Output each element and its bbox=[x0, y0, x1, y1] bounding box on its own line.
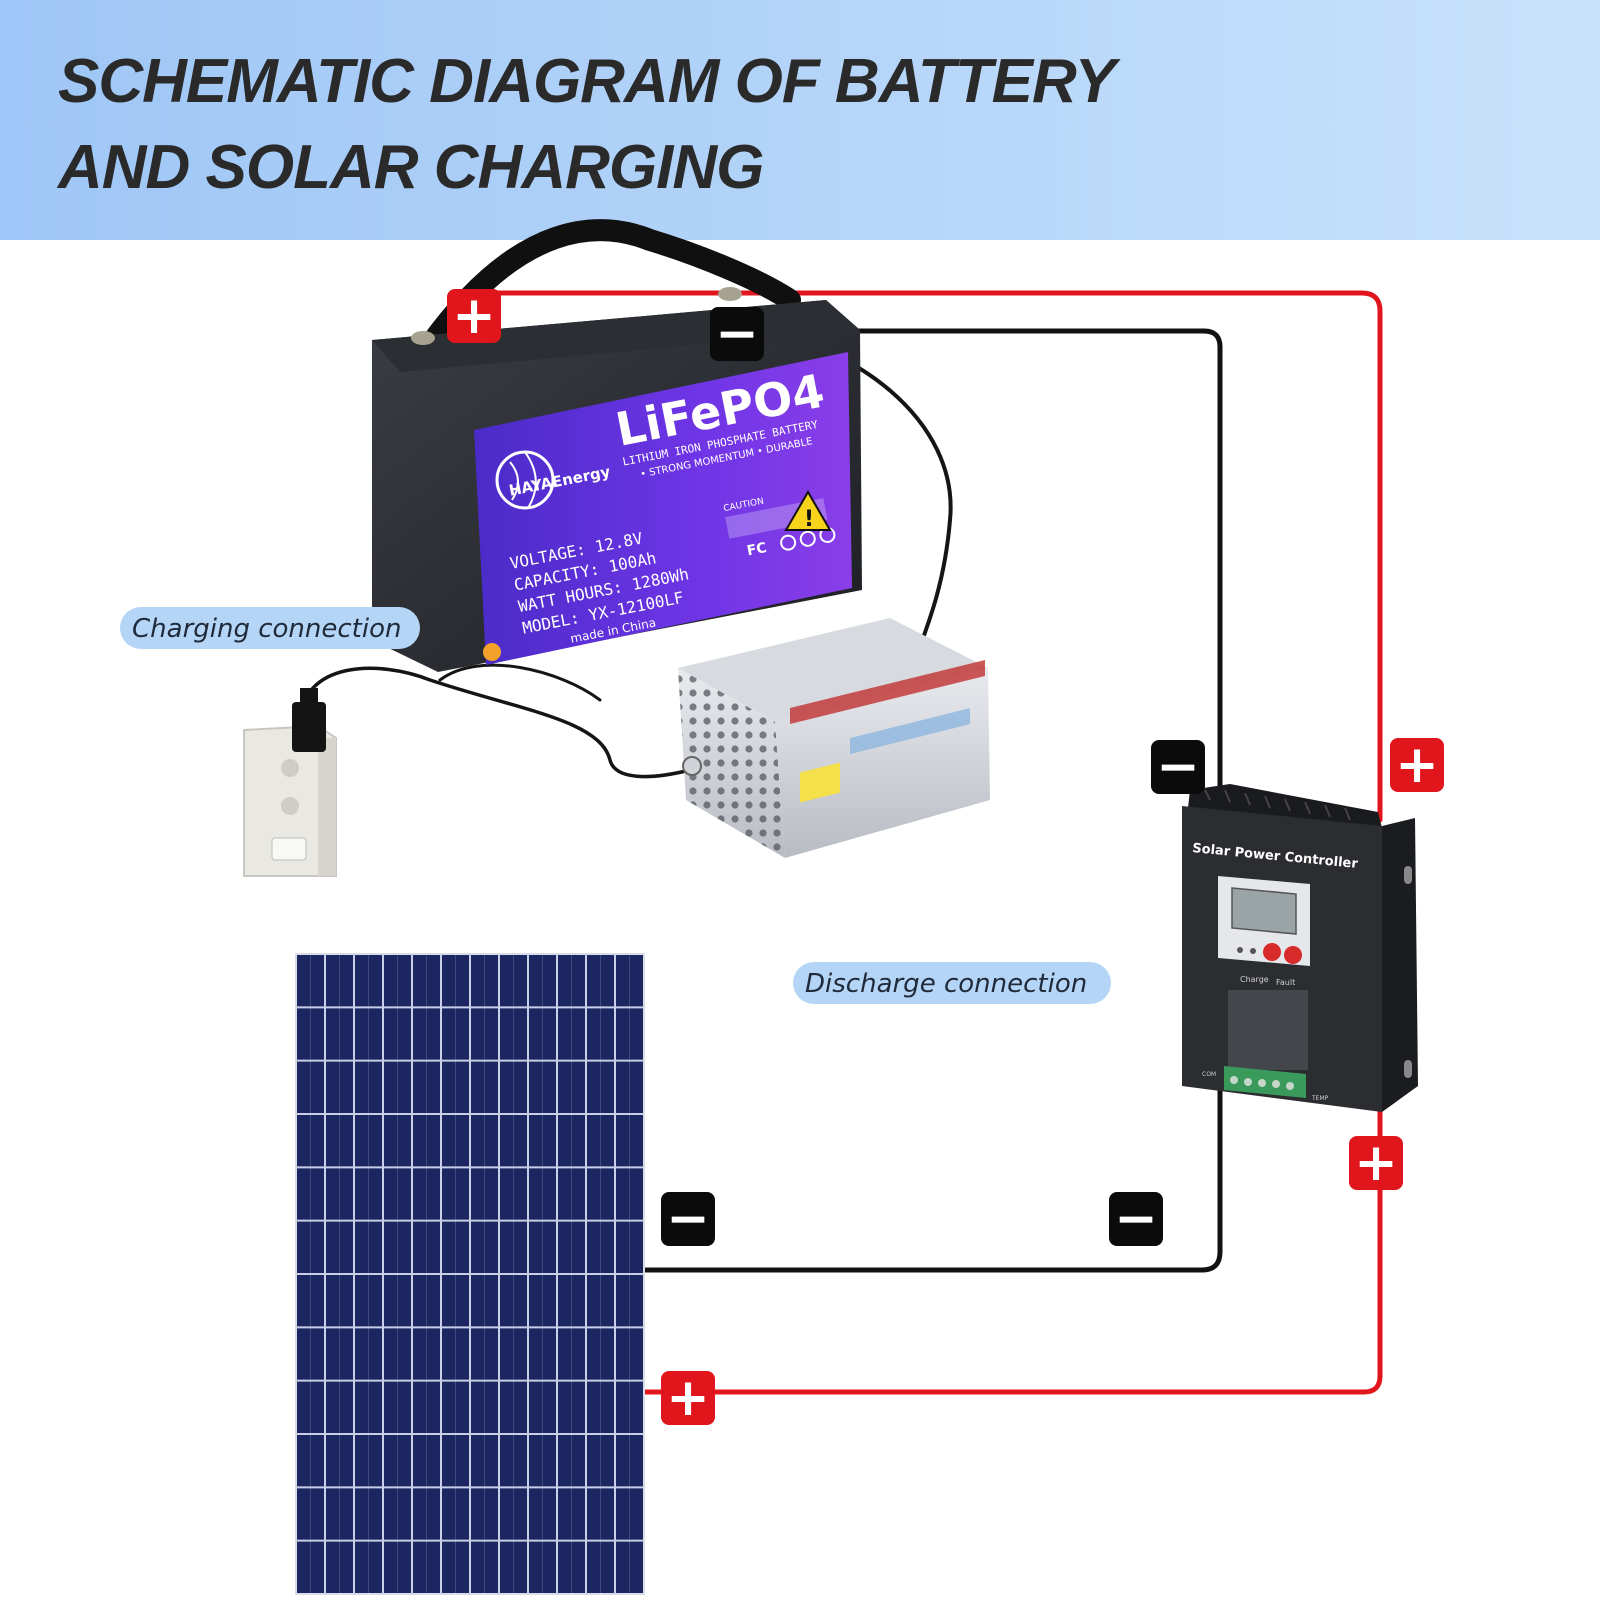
controller-led-charge: Charge bbox=[1240, 975, 1269, 984]
charging-connection-label: Charging connection bbox=[120, 607, 420, 649]
battery-terminal-left bbox=[411, 331, 435, 345]
socket-1 bbox=[281, 759, 299, 777]
page-title-line2: AND SOLAR CHARGING bbox=[56, 133, 763, 202]
battery: HAYAEnergy LiFePO4 LITHIUM IRON PHOSPHAT… bbox=[372, 219, 862, 672]
battery-plus-marker-box bbox=[447, 289, 501, 343]
controller-button-1 bbox=[1263, 943, 1281, 961]
plus-terminal-icon: + bbox=[1349, 1133, 1403, 1193]
plus-terminal-icon: + bbox=[661, 1368, 715, 1428]
warning-icon-mark: ! bbox=[804, 507, 814, 532]
controller-battery-plus-marker-symbol: + bbox=[1395, 735, 1439, 795]
controller-panel-plus-marker-box bbox=[1349, 1136, 1403, 1190]
controller-panel-plus-marker-symbol: + bbox=[1354, 1133, 1398, 1193]
cert-icon-1 bbox=[780, 534, 797, 551]
wire-panel-negative bbox=[642, 1085, 1223, 1273]
solar-controller: Solar Power Controller Charge Fault COM … bbox=[1182, 784, 1418, 1112]
terminal-markers: + − − + + − − + bbox=[447, 286, 1444, 1428]
controller-blurred-panel bbox=[1228, 990, 1308, 1070]
discharge-connection-text: Discharge connection bbox=[805, 969, 1087, 999]
plus-terminal-icon: + bbox=[447, 286, 501, 346]
battery-cert: FC bbox=[746, 540, 769, 559]
header-banner bbox=[0, 0, 1600, 240]
controller-panel-minus-marker-symbol: − bbox=[1114, 1189, 1158, 1249]
warning-icon bbox=[784, 490, 832, 531]
minus-terminal-icon: − bbox=[661, 1189, 715, 1249]
controller-battery-minus-marker-box bbox=[1151, 740, 1205, 794]
controller-side-bracket bbox=[1382, 818, 1418, 1112]
ac-plug-neck bbox=[300, 688, 318, 706]
panel-minus-marker-box bbox=[661, 1192, 715, 1246]
charging-connection-pill bbox=[120, 607, 420, 649]
controller-battery-plus-marker-box bbox=[1390, 738, 1444, 792]
plus-terminal-icon: + bbox=[1390, 735, 1444, 795]
battery-corner-sun bbox=[483, 643, 501, 661]
charger-top bbox=[678, 618, 988, 722]
battery-minus-marker-box bbox=[710, 307, 764, 361]
power-strip bbox=[243, 688, 337, 877]
controller-terminal-screws bbox=[1230, 1076, 1294, 1090]
controller-button-2 bbox=[1284, 946, 1302, 964]
ac-cable-2 bbox=[438, 663, 602, 702]
wire-battery-positive bbox=[469, 290, 1383, 823]
controller-panel-minus-marker-box bbox=[1109, 1192, 1163, 1246]
controller-fins bbox=[1204, 789, 1351, 821]
socket-2 bbox=[281, 797, 299, 815]
discharge-connection-label: Discharge connection bbox=[793, 962, 1111, 1004]
controller-battery-minus-marker-symbol: − bbox=[1156, 737, 1200, 797]
wire-battery-negative bbox=[745, 328, 1223, 803]
controller-led-fault: Fault bbox=[1276, 978, 1295, 987]
battery-terminal-right bbox=[718, 287, 742, 301]
minus-terminal-icon: − bbox=[710, 304, 764, 364]
panel-plus-marker-box bbox=[661, 1371, 715, 1425]
battery-plus-marker-symbol: + bbox=[452, 286, 496, 346]
controller-led-dot-1 bbox=[1237, 947, 1243, 953]
panel-plus-marker-symbol: + bbox=[666, 1368, 710, 1428]
minus-terminal-icon: − bbox=[1109, 1189, 1163, 1249]
charger-vent-holes bbox=[678, 668, 785, 858]
charger-stripe bbox=[790, 660, 985, 724]
power-strip-switch bbox=[271, 837, 307, 861]
charger bbox=[678, 618, 990, 858]
controller-heatsink bbox=[1188, 784, 1382, 828]
wire-panel-positive bbox=[642, 1085, 1383, 1395]
panel-minus-marker-symbol: − bbox=[666, 1189, 710, 1249]
solar-panel bbox=[295, 953, 645, 1595]
ac-cable bbox=[298, 666, 692, 779]
controller-mount-hole-top bbox=[1404, 866, 1412, 884]
cert-icon-2 bbox=[799, 530, 816, 547]
charging-connection-text: Charging connection bbox=[132, 614, 401, 644]
battery-minus-marker-symbol: − bbox=[715, 304, 759, 364]
battery-label bbox=[474, 352, 852, 665]
charger-sticker bbox=[800, 762, 840, 803]
power-strip-side bbox=[318, 738, 336, 876]
charger-grommet bbox=[682, 756, 702, 776]
controller-lcd-screen bbox=[1231, 887, 1297, 935]
discharge-connection-pill bbox=[793, 962, 1111, 1004]
minus-terminal-icon: − bbox=[1151, 737, 1205, 797]
controller-led-dot-2 bbox=[1250, 948, 1256, 954]
wiring bbox=[298, 290, 1383, 1395]
charger-blue-label bbox=[850, 708, 970, 755]
charger-front bbox=[775, 668, 990, 858]
page-title-line1: SCHEMATIC DIAGRAM OF BATTERY bbox=[58, 47, 1122, 116]
globe-icon-meridian bbox=[509, 451, 537, 509]
controller-mount-hole-bottom bbox=[1404, 1060, 1412, 1078]
battery-strap bbox=[419, 219, 801, 356]
controller-terminal-temp: TEMP bbox=[1311, 1095, 1329, 1102]
ac-plug bbox=[292, 702, 326, 752]
solar-panel-grid bbox=[296, 954, 644, 1594]
controller-terminal-com: COM bbox=[1202, 1071, 1216, 1078]
